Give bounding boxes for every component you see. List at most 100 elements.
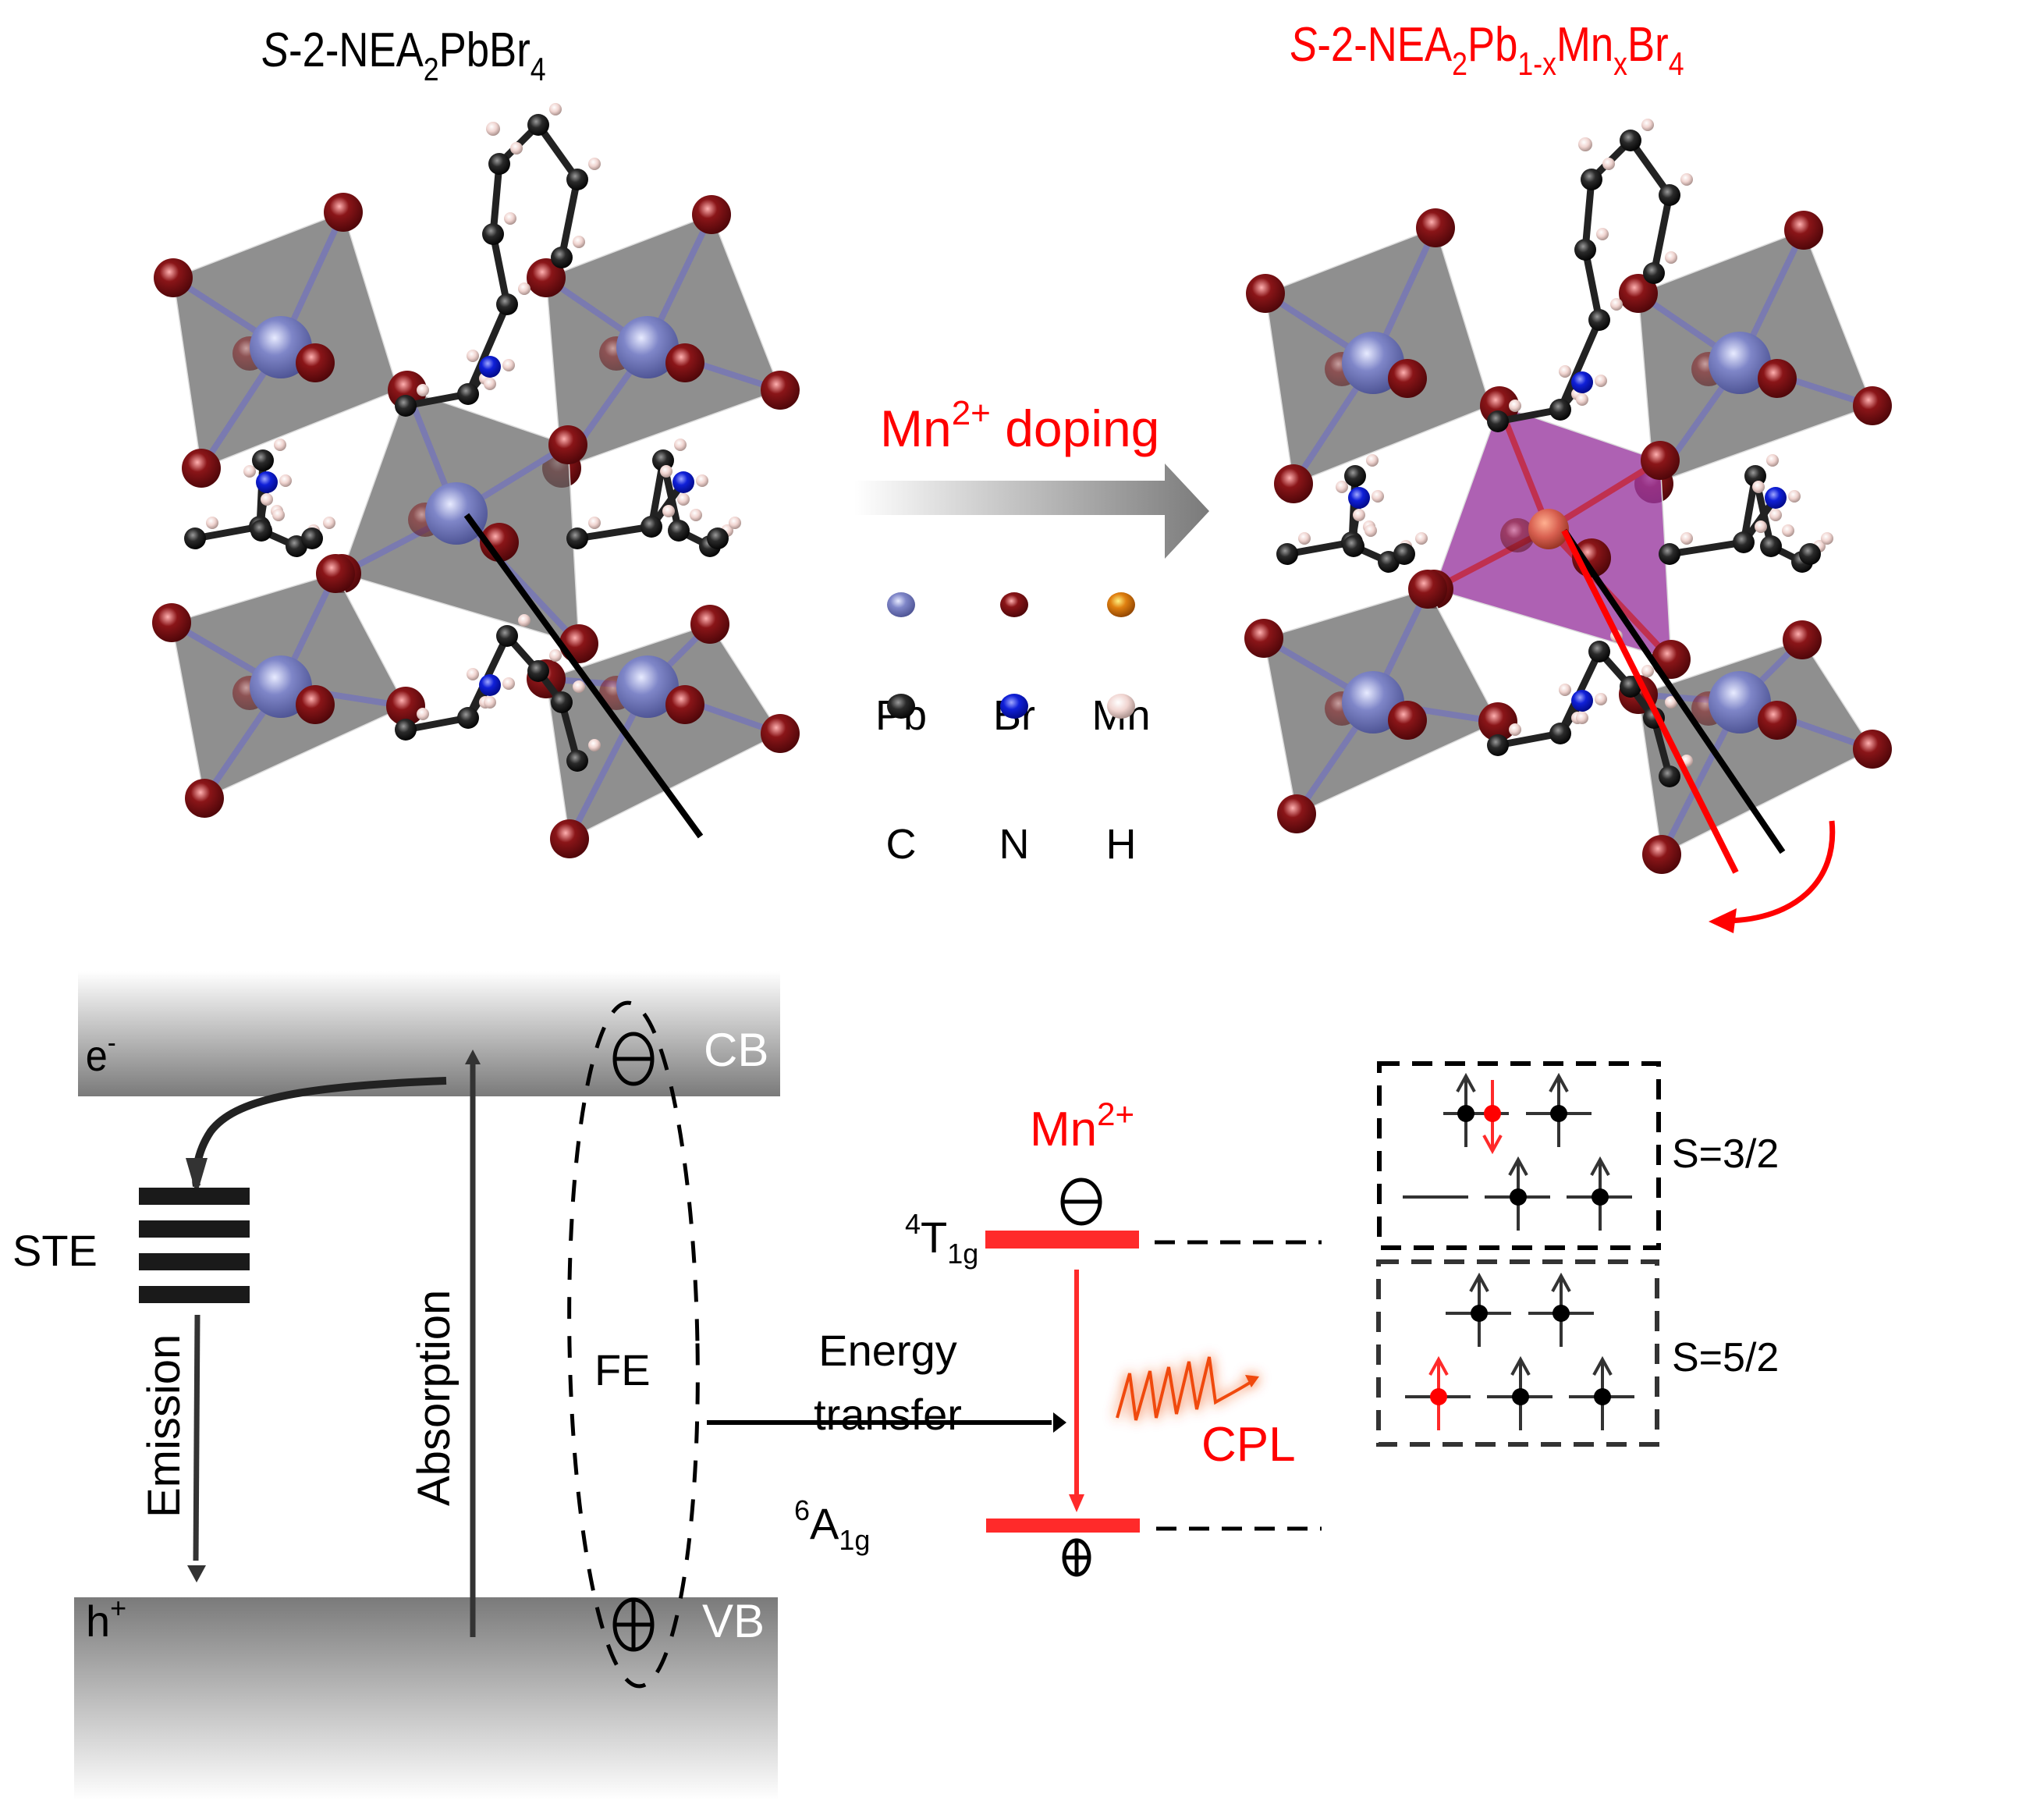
c-atom bbox=[488, 153, 510, 175]
h-atom bbox=[1782, 524, 1794, 537]
h-atom bbox=[588, 739, 601, 751]
c-atom bbox=[1549, 399, 1571, 421]
br-atom bbox=[480, 523, 519, 562]
c-atom bbox=[1549, 723, 1571, 744]
h-atom bbox=[206, 517, 218, 529]
h-atom bbox=[588, 517, 601, 529]
spin-up-icon bbox=[1510, 1355, 1531, 1430]
h-atom bbox=[1821, 532, 1833, 545]
br-atom bbox=[1758, 359, 1797, 398]
emission-arrow-line bbox=[193, 1314, 200, 1561]
emission-label: Emission bbox=[139, 1334, 190, 1518]
pb-octahedron bbox=[1619, 211, 1892, 503]
c-atom bbox=[1659, 543, 1680, 565]
spin-up-icon bbox=[1456, 1072, 1476, 1147]
spin-up-icon bbox=[1469, 1272, 1489, 1347]
h-atom bbox=[279, 474, 292, 487]
br-atom bbox=[324, 193, 363, 232]
c-atom bbox=[566, 750, 588, 772]
h-atom bbox=[504, 212, 516, 225]
mn-atom bbox=[1528, 509, 1569, 549]
legend-item-n: N bbox=[999, 694, 1030, 868]
c-atom bbox=[1799, 543, 1821, 565]
n-atom bbox=[1571, 371, 1593, 393]
legend-label: H bbox=[1106, 821, 1137, 868]
br-atom bbox=[1478, 702, 1517, 741]
br-atom bbox=[692, 195, 731, 234]
doping-label: Mn2+ doping bbox=[880, 394, 1159, 457]
h-atom bbox=[1509, 723, 1521, 736]
spin-up-icon bbox=[1508, 1156, 1528, 1231]
br-atom bbox=[1784, 211, 1823, 250]
electron-label: e- bbox=[86, 1027, 116, 1080]
br-atom bbox=[1408, 570, 1447, 609]
br-atom bbox=[152, 603, 191, 642]
hole-symbol-mn bbox=[1062, 1538, 1091, 1577]
atom-h-icon bbox=[1107, 694, 1135, 719]
free-exciton-ellipse bbox=[567, 1000, 700, 1689]
pb-atom bbox=[1709, 332, 1771, 394]
energy-transfer-label-line2: transfer bbox=[814, 1390, 962, 1439]
c-atom bbox=[1344, 465, 1366, 487]
cpl-photon-icon bbox=[1116, 1356, 1259, 1421]
organic-cation bbox=[395, 103, 601, 417]
h-atom bbox=[662, 505, 675, 517]
h-atom bbox=[518, 614, 531, 627]
organic-cation bbox=[1487, 119, 1693, 432]
tilt-axis-line-doped bbox=[1561, 529, 1739, 874]
c-atom bbox=[1276, 543, 1298, 565]
energy-transfer-label-line1: Energy bbox=[818, 1326, 956, 1375]
pb-octahedron bbox=[527, 605, 800, 858]
rotation-arrowhead bbox=[1709, 908, 1737, 933]
spin-diagram-s52 bbox=[1405, 1272, 1634, 1430]
h-atom bbox=[1641, 665, 1654, 677]
pb-octahedron bbox=[152, 554, 425, 818]
emission-arrowhead bbox=[187, 1565, 206, 1582]
c-atom bbox=[1343, 535, 1364, 557]
conduction-band bbox=[78, 971, 780, 1096]
legend-label: C bbox=[886, 821, 917, 868]
h-atom bbox=[467, 350, 479, 362]
h-atom bbox=[1595, 693, 1607, 705]
h-atom bbox=[1752, 481, 1765, 493]
h-atom bbox=[1559, 365, 1571, 378]
pb-atom bbox=[616, 655, 679, 718]
h-atom bbox=[1372, 490, 1384, 503]
h-atom bbox=[1788, 490, 1801, 503]
pb-octahedron bbox=[527, 195, 800, 488]
h-atom bbox=[323, 517, 335, 529]
h-atom bbox=[243, 465, 256, 478]
electron-symbol-cb bbox=[612, 1032, 655, 1086]
title-undoped: S-2-NEA2PbBr4 bbox=[261, 23, 546, 88]
c-atom bbox=[1487, 410, 1509, 432]
br-atom bbox=[1642, 835, 1681, 874]
br-atom bbox=[1246, 274, 1285, 313]
level-6a1g bbox=[986, 1519, 1140, 1533]
crystal-structure-doped bbox=[1244, 119, 1892, 874]
pb-atom bbox=[425, 482, 488, 545]
c-atom bbox=[668, 520, 690, 542]
spin-box-s32 bbox=[1377, 1061, 1661, 1250]
h-atom bbox=[502, 677, 515, 690]
organic-cation bbox=[1659, 454, 1833, 573]
fe-label: FE bbox=[594, 1345, 651, 1394]
br-atom bbox=[1619, 274, 1658, 313]
h-atom bbox=[1610, 298, 1623, 311]
h-atom bbox=[1364, 524, 1377, 537]
pb-octahedron bbox=[1244, 570, 1517, 833]
atom-mn-icon bbox=[1107, 592, 1135, 617]
br-atom bbox=[386, 687, 425, 726]
legend-item-h: H bbox=[1106, 694, 1137, 868]
relaxation-arrowhead bbox=[186, 1158, 208, 1195]
c-atom bbox=[1643, 262, 1665, 284]
cpl-label: CPL bbox=[1201, 1418, 1296, 1472]
h-atom bbox=[1509, 400, 1521, 412]
br-atom bbox=[761, 714, 800, 753]
c-atom bbox=[252, 449, 274, 471]
atom-n-icon bbox=[1000, 694, 1028, 719]
h-atom bbox=[1336, 481, 1348, 493]
c-atom bbox=[496, 293, 518, 315]
atom-br-icon bbox=[1000, 592, 1028, 617]
h-atom bbox=[486, 122, 500, 136]
